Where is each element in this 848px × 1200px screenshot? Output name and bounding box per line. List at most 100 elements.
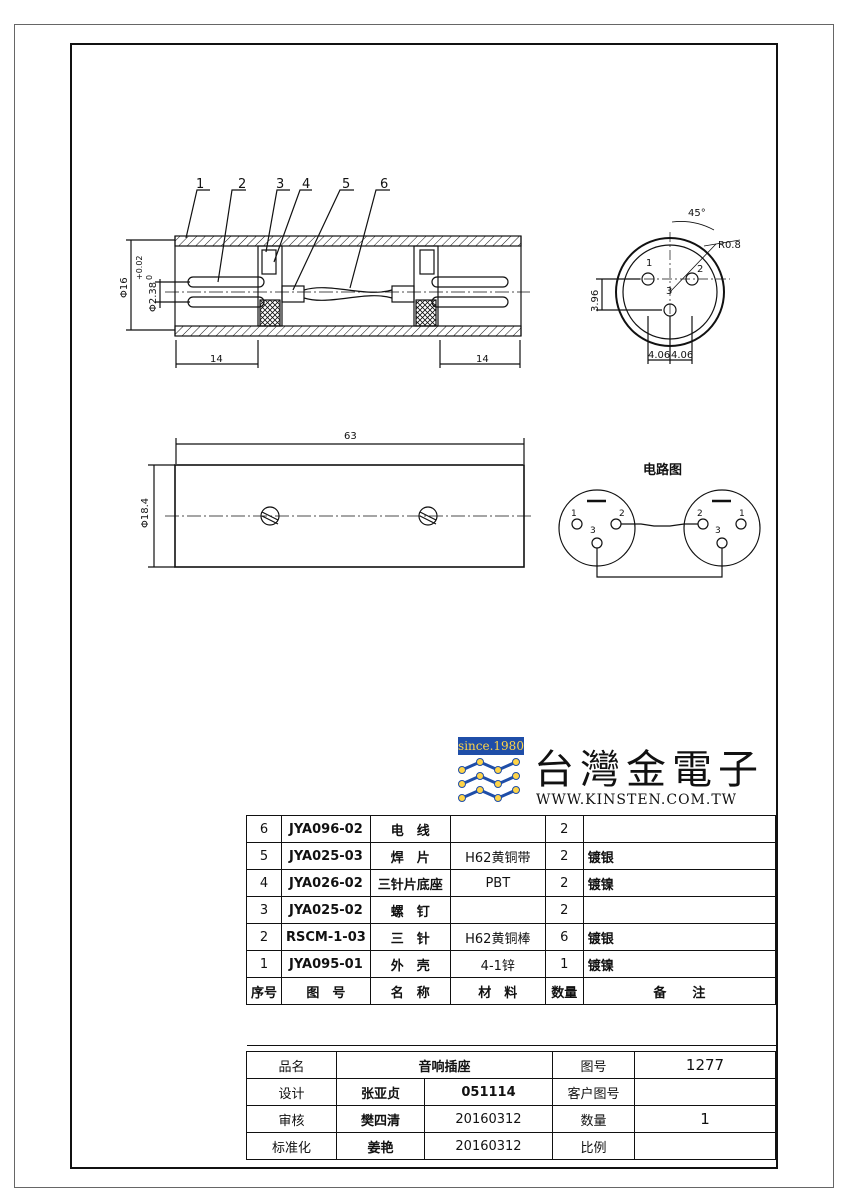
screw-right (419, 249, 435, 275)
pin-1-label: 1 (646, 258, 652, 269)
parts-cell-no: 4 (245, 869, 283, 897)
leader-1: 1 (196, 177, 204, 192)
parts-cell-no: 1 (245, 950, 283, 978)
dim-d238: Φ2.38 (148, 282, 159, 312)
leader-4: 4 (302, 177, 310, 192)
company-logo: since.1980 台灣金電子 WWW.KINSTEN.COM.TW (456, 735, 776, 815)
solder-lug-left (281, 285, 305, 303)
dim-406-right: 4.06 (671, 350, 693, 361)
end-view-labels: 1 2 3 45° R0.8 3.96 4.06 4.06 (590, 208, 741, 361)
dim-r08: R0.8 (718, 240, 741, 251)
wire-lower (303, 295, 393, 301)
logo-mark-icon (458, 758, 520, 802)
parts-cell-note (582, 896, 777, 924)
pin-right-lower (431, 296, 509, 308)
product-name: 音响插座 (336, 1051, 553, 1079)
parts-cell-no: 3 (245, 896, 283, 924)
dim-45deg: 45° (688, 208, 706, 219)
svg-text:2: 2 (619, 509, 625, 519)
parts-cell-no: 5 (245, 842, 283, 870)
parts-cell-code: RSCM-1-03 (281, 923, 371, 951)
end-view (596, 221, 741, 364)
dim-14-left: 14 (210, 354, 223, 365)
standardizer: 姜艳 (336, 1132, 425, 1160)
svg-text:1: 1 (571, 509, 577, 519)
spacer-row (246, 1004, 776, 1046)
logo-url: WWW.KINSTEN.COM.TW (536, 792, 738, 808)
pin-right-upper (431, 276, 509, 288)
shell-wall-top (174, 235, 522, 247)
parts-cell-name: 三针片底座 (369, 869, 451, 897)
parts-cell-material: H62黄铜棒 (449, 923, 546, 951)
parts-cell-qty: 2 (544, 842, 584, 870)
svg-text:3: 3 (715, 526, 721, 536)
parts-cell-note: 镀镍 (582, 950, 777, 978)
svg-text:2: 2 (697, 509, 703, 519)
review-date: 20160312 (424, 1105, 553, 1133)
outside-view (148, 438, 534, 568)
parts-cell-no: 6 (245, 815, 283, 843)
logo-since: since.1980 (458, 737, 524, 755)
screw-left (261, 249, 277, 275)
parts-cell-note: 镀镍 (582, 869, 777, 897)
drawing-number: 1277 (634, 1051, 776, 1079)
svg-text:1: 1 (739, 509, 745, 519)
parts-cell-name: 焊 片 (369, 842, 451, 870)
leader-3: 3 (276, 177, 284, 192)
pin-3-label: 3 (666, 286, 672, 297)
parts-cell-material (449, 815, 546, 843)
solder-lug-right (391, 285, 415, 303)
section-leader-labels: 1 2 3 4 5 6 Φ16 +0.02 0 Φ2.38 14 14 (119, 177, 489, 365)
parts-cell-note (582, 815, 777, 843)
parts-cell-note: 镀银 (582, 923, 777, 951)
dim-tol-bot: 0 (145, 275, 154, 280)
designer: 张亚贞 (336, 1078, 425, 1106)
drawing-frame (70, 43, 778, 1169)
pin-2-label: 2 (697, 264, 703, 275)
section-view (126, 189, 530, 368)
parts-cell-name: 螺 钉 (369, 896, 451, 924)
parts-cell-code: JYA026-02 (281, 869, 371, 897)
shell-wall-bottom (174, 325, 522, 337)
leader-5: 5 (342, 177, 350, 192)
quantity: 1 (634, 1105, 776, 1133)
insulator-right-core (415, 299, 437, 327)
parts-cell-note: 镀银 (582, 842, 777, 870)
parts-cell-name: 外 壳 (369, 950, 451, 978)
insulator-left-core (259, 299, 281, 327)
parts-cell-qty: 6 (544, 923, 584, 951)
title-block: 品名 音响插座 图号 1277 设计 张亚贞 051114 客户图号 审核 樊四… (246, 1051, 776, 1160)
circuit-labels: 电路图 1 2 3 2 1 3 (571, 462, 745, 536)
parts-cell-code: JYA095-01 (281, 950, 371, 978)
logo-brand: 台灣金電子 (534, 747, 764, 793)
pin-left-lower (187, 296, 265, 308)
parts-cell-material: PBT (449, 869, 546, 897)
parts-cell-code: JYA025-03 (281, 842, 371, 870)
dim-d16: Φ16 (119, 277, 130, 298)
drawing-sheet (14, 24, 834, 1188)
dim-396: 3.96 (590, 290, 601, 312)
design-date: 051114 (424, 1078, 553, 1106)
parts-cell-qty: 1 (544, 950, 584, 978)
parts-cell-code: JYA096-02 (281, 815, 371, 843)
parts-cell-name: 电 线 (369, 815, 451, 843)
circuit-title: 电路图 (643, 462, 682, 478)
parts-cell-material: 4-1锌 (449, 950, 546, 978)
dim-14-right: 14 (476, 354, 489, 365)
parts-cell-material (449, 896, 546, 924)
parts-cell-qty: 2 (544, 869, 584, 897)
leader-2: 2 (238, 177, 246, 192)
parts-cell-name: 三 针 (369, 923, 451, 951)
std-date: 20160312 (424, 1132, 553, 1160)
pin-left-upper (187, 276, 265, 288)
reviewer: 樊四清 (336, 1105, 425, 1133)
dim-63: 63 (344, 431, 357, 442)
dim-d184: Φ18.4 (140, 498, 151, 528)
